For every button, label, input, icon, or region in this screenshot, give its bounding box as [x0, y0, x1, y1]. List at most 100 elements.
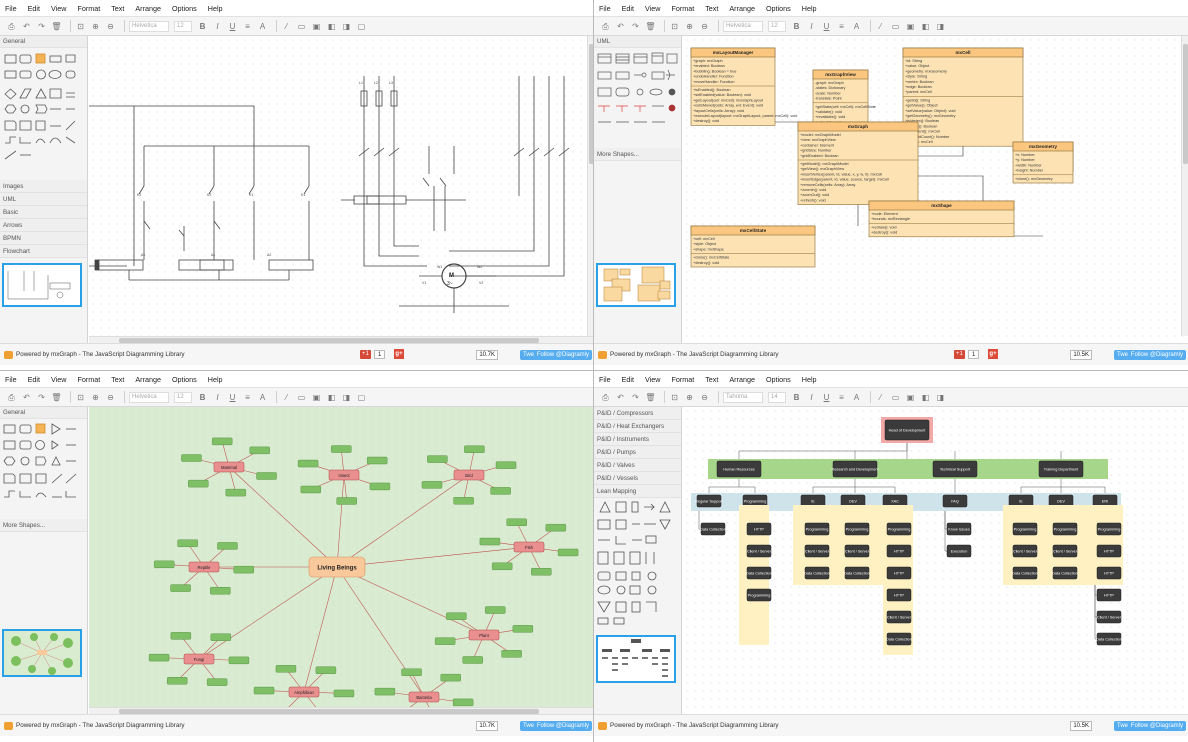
mind-leaf-node[interactable]: [148, 653, 170, 662]
mind-leaf-node[interactable]: [453, 497, 474, 505]
org-level3-node[interactable]: Client / Server: [1012, 544, 1038, 558]
mind-leaf-node[interactable]: [249, 446, 270, 455]
mind-leaf-node[interactable]: [495, 461, 517, 469]
menu-format[interactable]: Format: [77, 3, 101, 13]
mind-leaf-node[interactable]: [212, 437, 233, 446]
menu-help[interactable]: Help: [801, 3, 817, 13]
delete-icon[interactable]: 🗑: [51, 21, 62, 31]
org-level3-node[interactable]: Client / Server: [1096, 610, 1122, 624]
menu-file[interactable]: File: [599, 374, 611, 384]
align-icon[interactable]: ≡: [839, 392, 844, 402]
to-back-icon[interactable]: ◨: [342, 21, 351, 31]
sidebar-pid-heat-exchangers[interactable]: P&ID / Heat Exchangers: [594, 420, 681, 433]
org-level3-node[interactable]: Data Collection: [1052, 566, 1078, 580]
uml-class-mxGeometry[interactable]: mxGeometry+x: Number+y: Number+width: Nu…: [1012, 141, 1074, 184]
horizontal-scrollbar[interactable]: [89, 336, 594, 343]
uml-class-mxGraph[interactable]: mxGraph+model: mxGraphModel+view: mxGrap…: [797, 121, 919, 205]
redo-icon[interactable]: ↷: [632, 392, 639, 402]
mind-leaf-node[interactable]: [206, 678, 228, 686]
vertical-scrollbar[interactable]: [1181, 36, 1188, 336]
delete-icon[interactable]: 🗑: [51, 392, 62, 402]
org-level3-node[interactable]: HTTP: [886, 588, 912, 602]
mind-leaf-node[interactable]: [434, 637, 456, 645]
mind-leaf-node[interactable]: [228, 656, 250, 665]
mind-hub-node[interactable]: [408, 691, 440, 703]
menu-edit[interactable]: Edit: [27, 374, 40, 384]
mind-leaf-node[interactable]: [275, 665, 297, 673]
tweet-button[interactable]: Tweet: [519, 350, 542, 360]
org-level3-node[interactable]: Programming: [746, 588, 772, 602]
mind-leaf-node[interactable]: [170, 632, 192, 640]
org-level3-node[interactable]: HTTP: [886, 566, 912, 580]
italic-icon[interactable]: I: [810, 392, 813, 402]
undo-icon[interactable]: ↶: [617, 21, 624, 31]
sidebar-general[interactable]: General: [0, 36, 87, 48]
zoom-out-icon[interactable]: ⊖: [107, 392, 114, 402]
menu-help[interactable]: Help: [207, 3, 223, 13]
org-level3-node[interactable]: HTTP: [1096, 566, 1122, 580]
mind-leaf-node[interactable]: [506, 518, 527, 526]
italic-icon[interactable]: I: [216, 392, 219, 402]
bold-icon[interactable]: B: [199, 21, 206, 31]
powered-by[interactable]: Powered by mxGraph - The JavaScript Diag…: [16, 351, 185, 358]
sidebar-bpmn[interactable]: BPMN: [0, 232, 87, 245]
mind-hub-node[interactable]: [288, 686, 320, 698]
mind-leaf-node[interactable]: [181, 454, 202, 462]
uml-class-mxShape[interactable]: mxShape+node: Element+bounds: mxRectangl…: [868, 200, 1015, 238]
org-level3-node[interactable]: Programming: [804, 522, 830, 536]
print-icon[interactable]: ⎙: [8, 21, 15, 31]
to-back-icon[interactable]: ◨: [342, 392, 351, 402]
menu-options[interactable]: Options: [765, 3, 791, 13]
uml-class-mxCell[interactable]: mxCell+id: String+value: Object+geometry…: [902, 47, 1024, 147]
menu-text[interactable]: Text: [705, 374, 719, 384]
org-level3-node[interactable]: Data Collection: [804, 566, 830, 580]
mind-leaf-node[interactable]: [512, 625, 534, 633]
underline-icon[interactable]: U: [823, 21, 830, 31]
fit-icon[interactable]: ⊡: [77, 392, 84, 402]
sidebar-general[interactable]: General: [0, 407, 87, 419]
org-root-node[interactable]: Head of Development: [884, 419, 930, 441]
mind-leaf-node[interactable]: [210, 587, 231, 595]
mind-leaf-node[interactable]: [217, 542, 238, 550]
mind-leaf-node[interactable]: [464, 445, 485, 453]
menu-edit[interactable]: Edit: [621, 374, 634, 384]
follow-button[interactable]: Follow @Diagramly: [1127, 721, 1186, 731]
org-level3-node[interactable]: Data Collection: [886, 632, 912, 646]
fit-icon[interactable]: ⊡: [77, 21, 84, 31]
mind-leaf-node[interactable]: [557, 548, 579, 557]
general-shapes[interactable]: [0, 419, 88, 519]
menu-text[interactable]: Text: [705, 3, 719, 13]
sidebar-images[interactable]: Images: [0, 180, 87, 193]
menu-text[interactable]: Text: [111, 374, 125, 384]
mind-leaf-node[interactable]: [491, 562, 513, 570]
font-family-select[interactable]: Helvetica: [723, 20, 763, 32]
mind-leaf-node[interactable]: [297, 459, 319, 468]
org-level3-node[interactable]: Know Issues: [946, 522, 972, 536]
sidebar-more-shapes[interactable]: More Shapes...: [594, 148, 681, 161]
mind-leaf-node[interactable]: [401, 668, 422, 676]
font-size-select[interactable]: 14: [768, 391, 786, 403]
group-icon[interactable]: ▢: [357, 392, 366, 402]
uml-shapes[interactable]: [594, 48, 682, 143]
shadow-icon[interactable]: ▣: [312, 21, 321, 31]
font-size-select[interactable]: 12: [174, 391, 192, 403]
sidebar-uml[interactable]: UML: [0, 193, 87, 206]
diagram-canvas[interactable]: mxLayoutManager+graph: mxGraph+enabled: …: [683, 36, 1188, 343]
outline-thumbnail[interactable]: [596, 635, 676, 683]
menu-file[interactable]: File: [599, 3, 611, 13]
font-family-select[interactable]: Tahoma: [723, 391, 763, 403]
mind-hub-node[interactable]: [188, 561, 220, 573]
org-dept-node[interactable]: Human Resources: [716, 460, 762, 478]
bold-icon[interactable]: B: [793, 21, 800, 31]
outline-thumbnail[interactable]: [2, 263, 82, 307]
org-level3-node[interactable]: HTTP: [1096, 544, 1122, 558]
sidebar-basic[interactable]: Basic: [0, 206, 87, 219]
mind-leaf-node[interactable]: [256, 472, 277, 480]
fill-color-icon[interactable]: ▭: [297, 21, 306, 31]
menu-arrange[interactable]: Arrange: [135, 374, 161, 384]
font-family-select[interactable]: Helvetica: [129, 391, 169, 403]
org-level3-node[interactable]: Programming: [1096, 522, 1122, 536]
org-level3-node[interactable]: Data Collection: [746, 566, 772, 580]
sidebar-pid-instruments[interactable]: P&ID / Instruments: [594, 433, 681, 446]
